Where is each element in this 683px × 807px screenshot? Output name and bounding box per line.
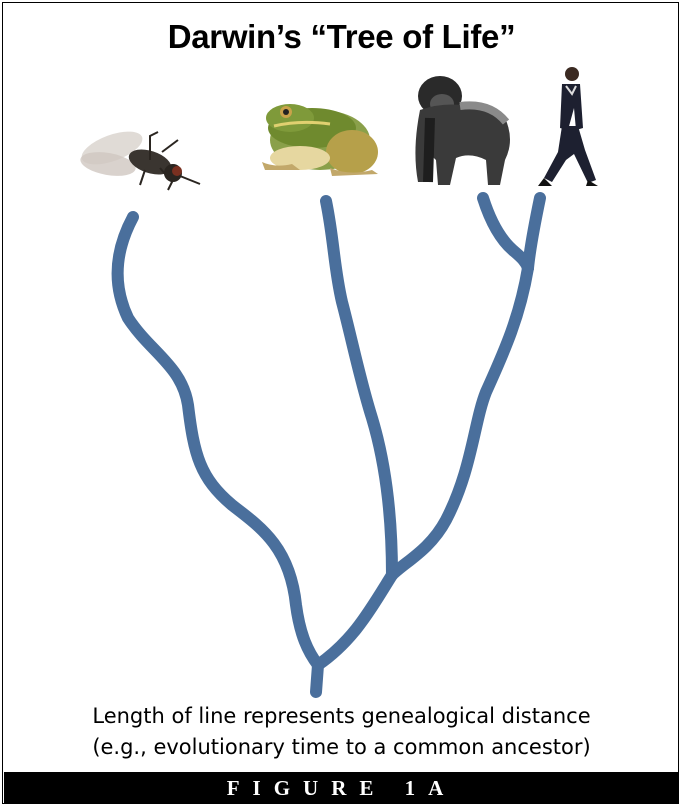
branch-gorilla xyxy=(483,198,528,268)
figure-label: FIGURE 1A xyxy=(4,772,679,804)
branch-frog xyxy=(326,201,392,575)
branch-frog-primate-stem xyxy=(318,575,392,665)
branch-human xyxy=(528,198,540,268)
human-icon xyxy=(538,67,598,186)
fly-icon xyxy=(77,125,200,190)
caption-line-2: (e.g., evolutionary time to a common anc… xyxy=(0,735,683,759)
branch-root xyxy=(316,665,318,692)
caption-line-1: Length of line represents genealogical d… xyxy=(0,704,683,728)
branch-primate-stem xyxy=(392,268,528,575)
tree-branches xyxy=(118,198,540,692)
gorilla-icon xyxy=(415,76,510,185)
branch-fly xyxy=(118,217,318,665)
frog-icon xyxy=(262,104,378,176)
